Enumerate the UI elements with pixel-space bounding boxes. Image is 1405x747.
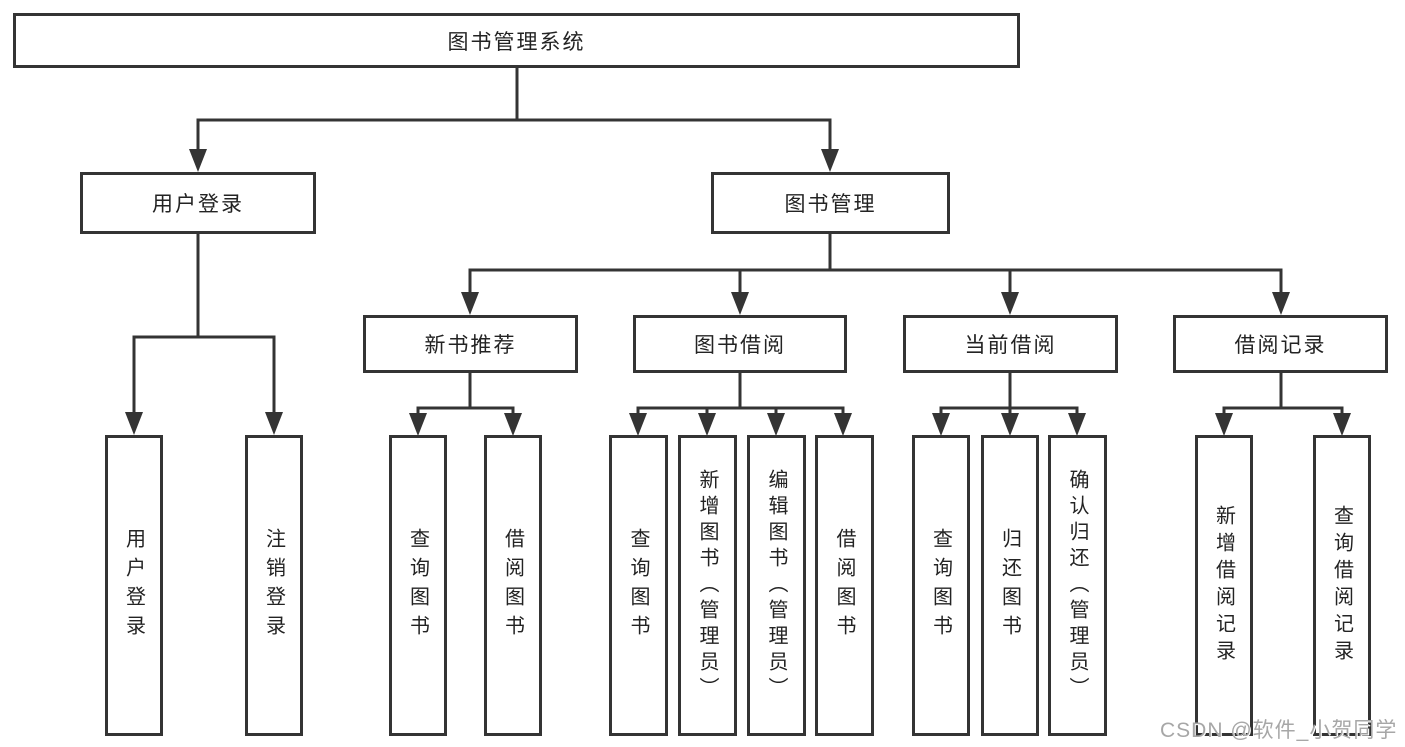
node-label: 借阅图书: [501, 527, 524, 644]
leaf-add-borrow-record: 新增借阅记录: [1195, 435, 1253, 736]
leaf-query-books-borrowing: 查询图书: [609, 435, 668, 736]
node-label: 编辑图书（管理员）: [765, 468, 787, 703]
node-label: 用户登录: [152, 193, 244, 216]
node-new-book-recommendation: 新书推荐: [363, 315, 578, 373]
leaf-logout: 注销登录: [245, 435, 303, 736]
node-label: 查询图书: [929, 527, 952, 644]
leaf-return-book: 归还图书: [981, 435, 1039, 736]
node-label: 新增图书（管理员）: [696, 468, 718, 703]
csdn-watermark: CSDN @软件_小贺同学: [1160, 719, 1398, 742]
leaf-query-books-current: 查询图书: [912, 435, 970, 736]
node-label: 借阅记录: [1234, 334, 1327, 357]
leaf-query-borrow-record: 查询借阅记录: [1313, 435, 1371, 736]
node-label: 当前借阅: [964, 334, 1057, 357]
leaf-query-books-recommend: 查询图书: [389, 435, 447, 736]
node-user-login: 用户登录: [80, 172, 316, 234]
node-label: 用户登录: [122, 527, 145, 644]
node-label: 注销登录: [262, 527, 285, 644]
node-label: 确认归还（管理员）: [1066, 468, 1088, 703]
leaf-borrow-books-borrowing: 借阅图书: [815, 435, 874, 736]
arrowhead-icons: [125, 149, 1351, 436]
node-book-management: 图书管理: [711, 172, 950, 234]
node-label: 归还图书: [998, 527, 1021, 644]
node-borrowing-records: 借阅记录: [1173, 315, 1388, 373]
node-label: 图书借阅: [694, 334, 786, 357]
node-library-management-system: 图书管理系统: [13, 13, 1020, 68]
node-label: 图书管理系统: [447, 30, 586, 54]
leaf-borrow-books-recommend: 借阅图书: [484, 435, 542, 736]
leaf-confirm-return-admin: 确认归还（管理员）: [1048, 435, 1107, 736]
node-label: 查询图书: [627, 527, 649, 644]
node-current-borrowing: 当前借阅: [903, 315, 1118, 373]
node-label: 图书管理: [784, 193, 877, 216]
node-label: 借阅图书: [833, 527, 855, 644]
node-label: 查询图书: [406, 527, 429, 644]
node-label: 查询借阅记录: [1330, 504, 1353, 667]
leaf-edit-book-admin: 编辑图书（管理员）: [747, 435, 806, 736]
node-book-borrowing: 图书借阅: [633, 315, 847, 373]
node-label: 新书推荐: [424, 334, 517, 357]
node-label: 新增借阅记录: [1212, 504, 1235, 667]
leaf-user-login: 用户登录: [105, 435, 163, 736]
leaf-add-book-admin: 新增图书（管理员）: [678, 435, 737, 736]
